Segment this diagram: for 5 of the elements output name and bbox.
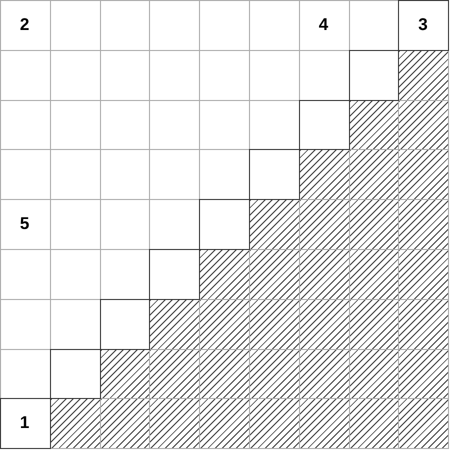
cell-number: 1	[20, 414, 30, 432]
cell-number: 5	[20, 215, 30, 232]
cell-number: 2	[20, 16, 30, 33]
cell-number: 3	[418, 16, 428, 33]
cell-number: 4	[318, 16, 328, 33]
